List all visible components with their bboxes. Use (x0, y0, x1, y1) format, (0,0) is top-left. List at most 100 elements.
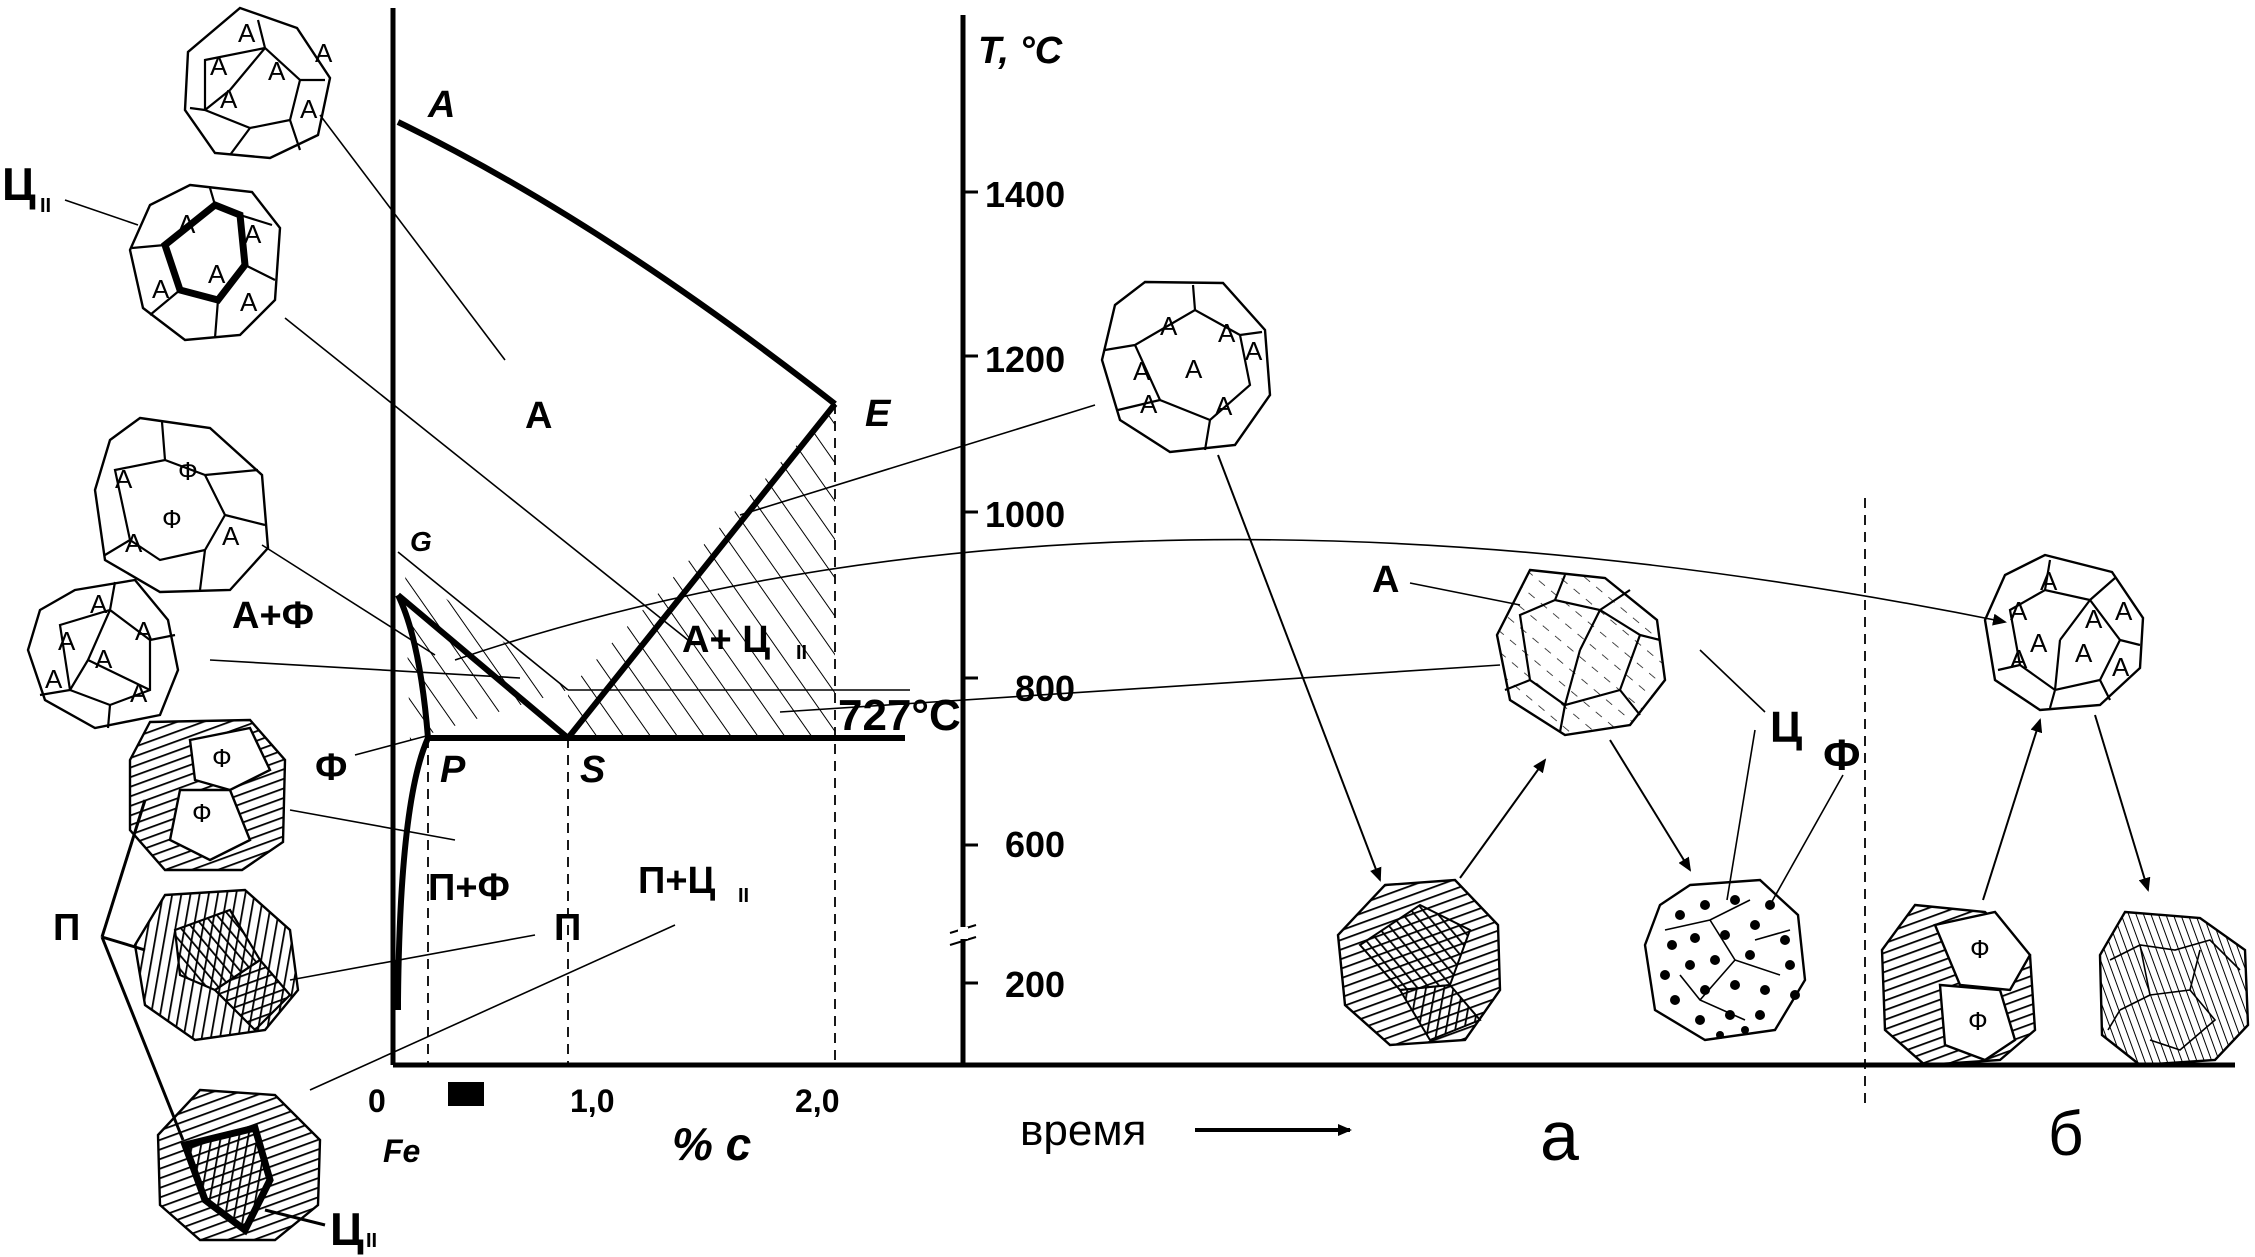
eutectoid-temp-label: 727°C (838, 691, 961, 740)
line-GP (395, 593, 431, 739)
line-ES (565, 402, 838, 740)
austenite-ferrite-hatch (405, 568, 568, 740)
panel-label-a: а (1540, 1097, 1579, 1175)
grain-austenite-top: A A A A A A (183, 6, 333, 160)
grain-pearlite-ferrite-b: Ф Ф (1880, 903, 2037, 1067)
leader-cementite-2 (1726, 729, 1756, 901)
region-austenite: A (525, 395, 552, 437)
x-tick-1: 1,0 (570, 1083, 614, 1119)
leader-austenite-initial (739, 404, 1096, 516)
svg-text:A: A (208, 259, 226, 289)
region-austenite-cementite-sub: II (796, 642, 807, 664)
svg-text:A: A (2112, 652, 2130, 682)
temperature-axis-label: T, °C (978, 30, 1063, 72)
svg-text:A: A (2040, 566, 2058, 596)
point-S-label: S (580, 749, 605, 791)
region-pearlite-ferrite: П+Ф (428, 867, 510, 909)
grain-austenite-b: A A A A A A A A (1983, 553, 2145, 712)
svg-text:A: A (178, 209, 196, 239)
grain-pearlite-a (1336, 878, 1502, 1047)
region-pearlite: П (554, 907, 581, 949)
leader-austenite-right (1409, 582, 1521, 606)
grain-austenite-mid: A A A A A A (26, 578, 180, 730)
svg-text:A: A (2115, 596, 2133, 626)
svg-text:A: A (2030, 628, 2048, 658)
region-ferrite: Ф (315, 747, 347, 789)
line-PQ (395, 736, 431, 1001)
svg-text:A: A (268, 56, 286, 86)
svg-text:A: A (1140, 389, 1158, 419)
temperature-ticks (963, 190, 978, 985)
x-origin-label: Fe (383, 1133, 420, 1169)
svg-text:A: A (45, 664, 63, 694)
grain-pearlite-cementite (156, 1088, 322, 1242)
svg-text:A: A (244, 219, 262, 249)
temperature-axis-break (949, 924, 977, 946)
svg-text:A: A (2010, 644, 2028, 674)
label-cementite-right: Ц (1770, 703, 1802, 752)
svg-text:A: A (2085, 604, 2103, 634)
svg-text:A: A (125, 528, 143, 558)
svg-text:A: A (1160, 311, 1178, 341)
x-tick-0: 0 (368, 1083, 386, 1119)
leader-ferrite (1769, 774, 1844, 906)
point-G-label: G (410, 526, 432, 557)
tick-1200: 1200 (985, 339, 1065, 380)
svg-text:A: A (222, 521, 240, 551)
phase-diagram: T, °C 1400 1200 1000 800 600 200 A E G P… (232, 8, 2235, 1170)
left-leader-lines (64, 114, 689, 1227)
point-P-label: P (440, 749, 466, 791)
region-austenite-ferrite: A+Ф (232, 595, 314, 637)
svg-text:A: A (300, 94, 318, 124)
svg-text:Ф: Ф (212, 743, 232, 773)
svg-text:A: A (90, 589, 108, 619)
label-cementite-II-bottom: Ц (330, 1203, 364, 1255)
svg-text:A: A (58, 626, 76, 656)
line-GS-upper (397, 551, 569, 691)
label-cementite-II-top-sub: II (40, 195, 51, 217)
liquidus-AE (396, 119, 837, 407)
time-label: время (1020, 1106, 1146, 1155)
label-ferrite-right: Ф (1823, 731, 1861, 780)
svg-text:A: A (2010, 596, 2028, 626)
grain-pearlite-ferrite: Ф Ф (128, 718, 287, 872)
time-schemes: A A A A A A A (454, 280, 2250, 1175)
eutectoid-hatch (568, 690, 835, 738)
svg-text:A: A (315, 38, 333, 68)
austenite-cementite-hatch (568, 404, 835, 690)
svg-text:A: A (152, 274, 170, 304)
tick-1400: 1400 (985, 174, 1065, 215)
leader-cementite-1 (1699, 649, 1766, 713)
grain-austenite-heated (1495, 568, 1667, 737)
svg-text:A: A (130, 678, 148, 708)
svg-text:A: A (135, 616, 153, 646)
svg-text:A: A (1185, 354, 1203, 384)
svg-text:A: A (95, 644, 113, 674)
region-austenite-cementite: A+ Ц (682, 619, 770, 661)
region-pearlite-cementite: П+Ц (638, 860, 716, 902)
svg-text:A: A (1133, 356, 1151, 386)
region-pearlite-cementite-sub: II (738, 885, 749, 907)
tick-1000: 1000 (985, 494, 1065, 535)
svg-text:Ф: Ф (178, 456, 198, 486)
process-arrows (454, 454, 2151, 901)
point-A-label: A (427, 84, 455, 126)
label-austenite-right: A (1372, 559, 1399, 601)
tick-200: 200 (1005, 964, 1065, 1005)
x-axis-label: % c (672, 1118, 751, 1170)
grain-pearlite (133, 888, 300, 1042)
grain-austenite-cementite: A A A A A (128, 183, 282, 342)
steel-range-marker (448, 1082, 484, 1106)
svg-text:A: A (2075, 638, 2093, 668)
cementite-globules (1660, 895, 1800, 1039)
panel-label-b: б (2048, 1100, 2084, 1169)
x-tick-2: 2,0 (795, 1083, 839, 1119)
label-pearlite-left: П (53, 907, 80, 949)
grain-fine-pearlite-b (2098, 910, 2250, 1067)
svg-text:A: A (115, 464, 133, 494)
svg-text:A: A (1215, 391, 1233, 421)
label-cementite-II-bottom-sub: II (366, 1230, 377, 1252)
svg-text:A: A (240, 287, 258, 317)
grain-austenite-ferrite: A Ф Ф A A (93, 416, 270, 594)
